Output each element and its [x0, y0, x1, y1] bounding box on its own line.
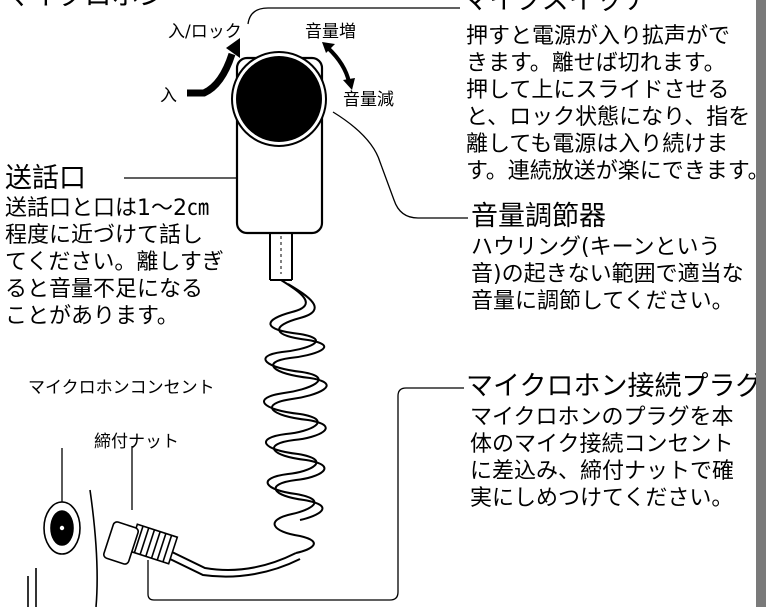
volume-control-line: 音)の起きない範囲で適当な: [471, 262, 744, 287]
leader-volume: [332, 111, 468, 219]
header-partial: マイクロホン: [4, 0, 165, 12]
mouthpiece-line: 送話口と口は1～2㎝: [5, 196, 209, 221]
mic-switch-title: マイクスイッチ: [462, 0, 650, 16]
mic-switch-line: す。連続放送が楽にできます。: [466, 159, 766, 184]
mic-switch-line: 離しても電源は入り続けま: [466, 132, 729, 157]
plug-line: マイクロホンのプラグを本: [470, 405, 734, 430]
volume-control-line: 音量に調節してください。: [471, 289, 734, 314]
volume-control-description: ハウリング(キーンという 音)の起きない範囲で適当な 音量に調節してください。: [471, 234, 744, 315]
mic-switch-line: 押して上にスライドさせる: [466, 78, 730, 103]
label-volume-down: 音量減: [343, 90, 394, 110]
tightening-nut: [103, 521, 139, 565]
plug-description: マイクロホンのプラグを本 体のマイク接続コンセント に差込み、締付ナットで確 実…: [470, 404, 734, 512]
volume-control-line: ハウリング(キーンという: [471, 235, 721, 260]
nut-label: 締付ナット: [94, 432, 179, 452]
mic-switch-line: と、ロック状態になり、指を: [466, 105, 751, 130]
page-edge-bar: [756, 0, 766, 607]
leader-plug: [147, 387, 464, 601]
leader-mic-switch: [247, 7, 460, 25]
plug-line: 実にしめつけてください。: [470, 486, 734, 511]
leader-lines: [61, 7, 468, 601]
mouthpiece-title: 送話口: [5, 163, 86, 194]
plug-line: に差込み、締付ナットで確: [470, 459, 735, 484]
mouthpiece-line: 程度に近づけて話し: [5, 223, 204, 248]
mouthpiece-line: てください。離しすぎ: [5, 250, 224, 275]
label-volume-up: 音量増: [305, 22, 356, 42]
switch-arrow: [187, 38, 240, 97]
plug-line: 体のマイク接続コンセント: [470, 432, 734, 457]
label-on-lock: 入/ロック: [168, 22, 242, 42]
outlet-label: マイクロホンコンセント: [28, 378, 215, 398]
mouthpiece-grille: [231, 51, 327, 147]
mouthpiece-line: ことがあります。: [5, 304, 179, 329]
volume-arrow: [322, 42, 355, 90]
mic-switch-line: きます。離せば切れます。: [466, 51, 726, 76]
label-on: 入: [160, 86, 177, 106]
straight-cord: [169, 551, 301, 578]
mic-switch-line: 押すと電源が入り拡声がで: [466, 24, 731, 49]
connector-plug: [103, 521, 179, 565]
volume-control-title: 音量調節器: [471, 201, 606, 232]
mic-switch-description: 押すと電源が入り拡声がで きます。離せば切れます。 押して上にスライドさせる と…: [466, 23, 766, 185]
microphone-outlet: [27, 489, 98, 607]
coiled-cord: [263, 279, 328, 554]
mouthpiece-line: ると音量不足になる: [5, 277, 204, 302]
plug-title: マイクロホン接続プラグ: [466, 371, 763, 402]
mouthpiece-description: 送話口と口は1～2㎝ 程度に近づけて話し てください。離しすぎ ると音量不足にな…: [5, 195, 224, 330]
